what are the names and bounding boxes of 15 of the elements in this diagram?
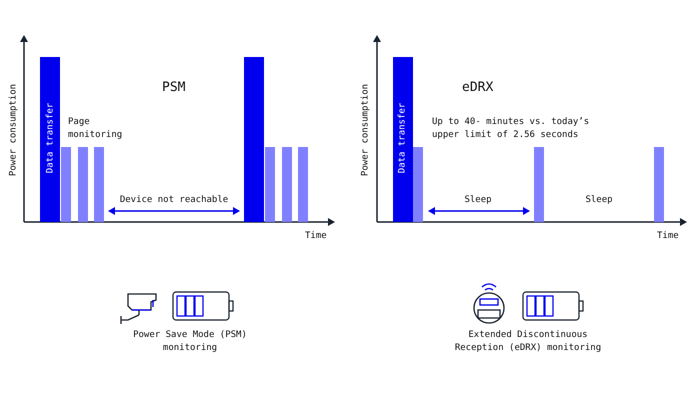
chart-title: PSM	[162, 79, 186, 97]
dimension-label: Sleep	[464, 194, 492, 207]
axis-label: Time	[305, 230, 327, 243]
annotation: Sleep	[585, 194, 613, 207]
caption: Power Save Mode (PSM) monitoring	[132, 329, 248, 356]
axis-label: Time	[657, 230, 679, 243]
chart-title: eDRX	[462, 79, 494, 97]
caption: Extended Discontinuous Reception (eDRX) monitoring	[454, 329, 602, 356]
annotation: Page monitoring	[68, 116, 124, 142]
bar-label: Data transfer	[44, 102, 56, 174]
dimension-label: Device not reachable	[120, 194, 228, 207]
axis-label: Power consumption	[7, 84, 20, 176]
annotation: Up to 40- minutes vs. today’s upper limit of 2.56 seconds	[432, 116, 590, 142]
bar-label: Data transfer	[396, 102, 408, 174]
axis-label: Power consumption	[359, 84, 372, 176]
